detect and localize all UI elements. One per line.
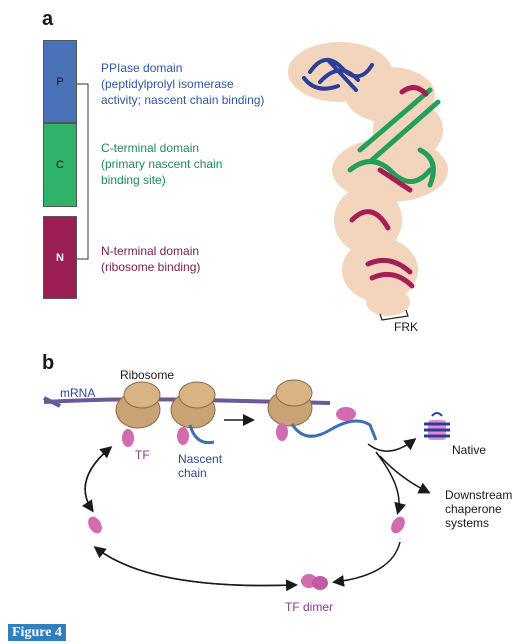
panel-b-letter: b: [42, 352, 55, 374]
arrow-to-released-tf: [375, 451, 406, 515]
downstream-line3: systems: [445, 516, 490, 530]
tf-label: TF: [135, 448, 150, 462]
c-label-line1: C-terminal domain: [101, 141, 200, 155]
ribosome-1: [115, 381, 161, 447]
p-domain-box: P: [43, 40, 77, 123]
tf-on-ribosome-1: [122, 429, 134, 447]
nascent-chain-short: [188, 424, 215, 445]
ppiase-helices: [302, 58, 374, 92]
downstream-line1: Downstream: [445, 488, 513, 502]
tf-on-chain: [336, 407, 356, 421]
downstream-chaperones-label: Downstream chaperone systems: [445, 488, 512, 530]
nascent-chain-long: [290, 419, 378, 441]
tf-monomer-left: [88, 516, 102, 534]
ppiase-label-line3: activity; nascent chain binding): [101, 93, 265, 107]
arrow-to-native: [367, 438, 417, 452]
trigger-factor-structure: [288, 42, 448, 321]
tf-dimer: [301, 574, 328, 590]
ppiase-domain-label: PPIase domain (peptidylprolyl isomerase …: [101, 60, 264, 108]
tf-on-ribosome-3: [276, 423, 288, 441]
tf-on-ribosome-2: [177, 427, 189, 445]
c-label-line3: binding site): [101, 173, 166, 187]
p-domain-letter: P: [56, 75, 64, 88]
c-label-line2: (primary nascent chain: [101, 157, 223, 171]
mrna-label: mRNA: [60, 386, 96, 400]
arrow-bottom-left-back: [95, 547, 298, 592]
native-protein: [424, 412, 450, 440]
arrow-bottom-left: [93, 546, 296, 587]
tf-dimer-label: TF dimer: [285, 600, 333, 614]
c-domain-helices: [347, 87, 441, 188]
domain-connector: [77, 83, 89, 260]
ribosome-3: [267, 379, 378, 441]
native-label: Native: [452, 443, 487, 457]
translation-cycle-diagram: [43, 379, 450, 592]
nascent-label-line1: Nascent: [178, 452, 223, 466]
c-terminal-domain-label: C-terminal domain (primary nascent chain…: [101, 140, 222, 188]
c-domain-box: C: [43, 123, 77, 207]
arrow-left-down: [82, 447, 111, 513]
nascent-label-line2: chain: [178, 466, 207, 480]
n-domain-box: N: [43, 216, 77, 299]
downstream-line2: chaperone: [445, 502, 502, 516]
arrow-to-downstream: [379, 455, 431, 494]
ppiase-label-line2: (peptidylprolyl isomerase: [101, 77, 234, 91]
n-domain-letter: N: [56, 251, 64, 264]
mrna-tail: [43, 396, 61, 408]
n-label-line2: (ribosome binding): [101, 260, 201, 274]
n-terminal-domain-label: N-terminal domain (ribosome binding): [101, 243, 200, 275]
frk-label: FRK: [394, 320, 418, 334]
arrow-left-up: [84, 446, 113, 511]
figure-caption: Figure 4: [8, 624, 66, 641]
ppiase-label-line1: PPIase domain: [101, 61, 183, 75]
nascent-chain-label: Nascent chain: [178, 452, 222, 480]
n-label-line1: N-terminal domain: [101, 244, 200, 258]
n-domain-helices: [349, 85, 429, 289]
ribosome-2: [170, 381, 216, 445]
tf-monomer-right: [391, 516, 405, 534]
arrow-right-to-dimer: [332, 541, 401, 587]
c-domain-letter: C: [56, 159, 64, 171]
ribosome-label: Ribosome: [120, 368, 175, 382]
frk-bracket: [379, 309, 409, 321]
panel-a-letter: a: [42, 8, 54, 30]
